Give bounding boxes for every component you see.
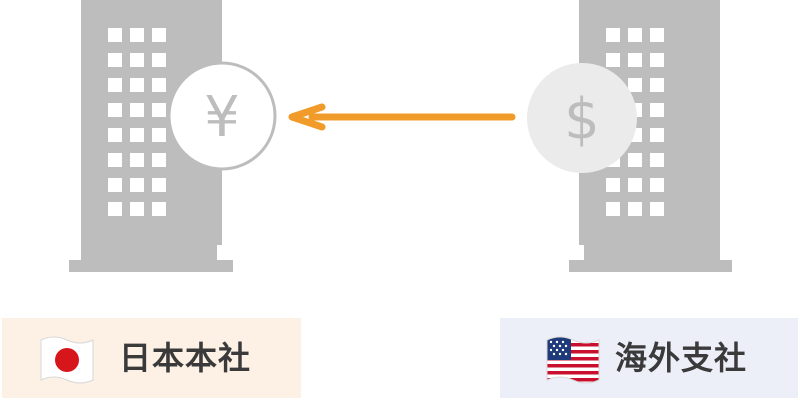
building-window <box>152 128 166 142</box>
building-window <box>152 28 166 42</box>
building-window <box>152 78 166 92</box>
building-window <box>628 28 642 42</box>
building-window <box>650 78 664 92</box>
building-window <box>152 153 166 167</box>
building-window <box>108 28 122 42</box>
dollar-coin-icon: $ <box>527 63 637 173</box>
building-window <box>650 178 664 192</box>
building-window <box>108 202 122 216</box>
building-window <box>108 128 122 142</box>
building-window <box>130 28 144 42</box>
building-window <box>628 202 642 216</box>
building-window <box>130 178 144 192</box>
building-window <box>152 53 166 67</box>
building-window <box>606 178 620 192</box>
building-window <box>628 78 642 92</box>
japan-hq-label: 日本本社 <box>119 339 252 377</box>
building-window <box>650 103 664 117</box>
japan-flag-icon <box>40 336 94 384</box>
us-flag-icon <box>546 336 600 384</box>
building-window <box>108 78 122 92</box>
yen-coin-icon: ¥ <box>167 61 277 171</box>
japan-hq-building-icon <box>69 0 233 272</box>
building-window <box>108 178 122 192</box>
building-window <box>130 153 144 167</box>
building-window <box>108 53 122 67</box>
building-window <box>650 53 664 67</box>
building-window <box>650 28 664 42</box>
building-window <box>130 202 144 216</box>
building-window <box>152 178 166 192</box>
building-window <box>650 153 664 167</box>
building-window <box>130 53 144 67</box>
building-window <box>130 128 144 142</box>
building-window <box>152 202 166 216</box>
building-window <box>108 103 122 117</box>
transfer-arrow-icon <box>288 103 516 131</box>
building-window <box>606 202 620 216</box>
building-window <box>628 153 642 167</box>
dollar-symbol: $ <box>564 87 600 152</box>
building-window <box>628 53 642 67</box>
building-window <box>628 178 642 192</box>
building-window <box>130 78 144 92</box>
japan-hq-label-box: 日本本社 <box>2 318 301 398</box>
building-window <box>606 53 620 67</box>
yen-symbol: ¥ <box>204 85 240 150</box>
building-window <box>130 103 144 117</box>
building-window <box>650 128 664 142</box>
building-window <box>152 103 166 117</box>
overseas-branch-label: 海外支社 <box>615 339 748 377</box>
building-window <box>108 153 122 167</box>
overseas-branch-label-box: 海外支社 <box>500 318 798 398</box>
building-window <box>606 28 620 42</box>
building-window <box>650 202 664 216</box>
